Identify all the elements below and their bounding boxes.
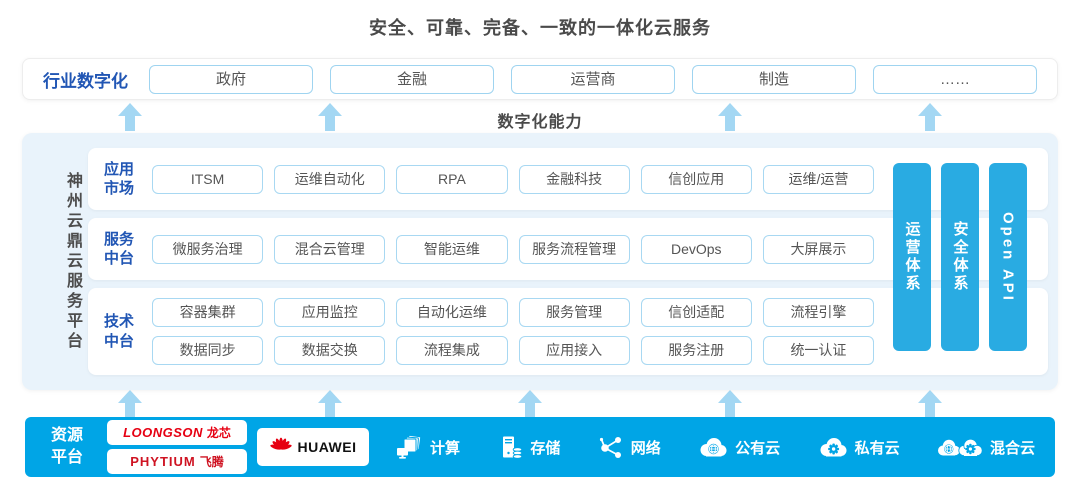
- capability-chip: RPA: [396, 164, 508, 194]
- industry-chip-more: ……: [873, 64, 1037, 94]
- capability-chip: 数据交换: [274, 336, 386, 365]
- network-icon: [599, 437, 621, 458]
- resource-hybrid-cloud: 混合云: [937, 435, 1035, 459]
- resource-storage: 存储: [497, 435, 560, 459]
- industry-chip-operator: 运营商: [511, 64, 675, 94]
- section-app-market: 应用市场 ITSM 运维自动化 RPA 金融科技 信创应用 运维/运营: [88, 148, 1048, 210]
- capability-chip: 流程集成: [396, 336, 508, 365]
- capability-chip: 流程引擎: [762, 298, 875, 327]
- platform-name: 神州云鼎云服务平台: [64, 171, 81, 352]
- capability-chip: 服务流程管理: [518, 234, 630, 264]
- resource-network: 网络: [598, 435, 661, 459]
- section-label: 服务中台: [103, 230, 134, 268]
- capability-chip: 统一认证: [762, 336, 875, 365]
- resource-public-cloud: 公有云: [698, 435, 780, 459]
- resource-platform-bar: 资源平台 LOONGSON 龙芯 PHYTIUM 飞腾: [25, 417, 1055, 477]
- storage-icon: [503, 436, 523, 459]
- page-title: 安全、可靠、完备、一致的一体化云服务: [369, 18, 711, 38]
- capability-chip: 服务注册: [640, 336, 752, 365]
- capability-chip: 大屏展示: [762, 234, 875, 264]
- up-arrow-icon: [918, 390, 942, 418]
- capability-chip: 微服务治理: [152, 234, 264, 264]
- capability-chip: 运维/运营: [762, 164, 875, 194]
- industry-label: 行业数字化: [43, 71, 128, 91]
- capability-chip: 混合云管理: [274, 234, 386, 264]
- up-arrow-icon: [318, 103, 342, 131]
- capability-chip: ITSM: [152, 164, 264, 194]
- capability-chip: 金融科技: [518, 164, 630, 194]
- compute-icon: [397, 435, 422, 459]
- industry-chip-finance: 金融: [330, 64, 494, 94]
- up-arrow-icon: [318, 390, 342, 418]
- side-bar-security-system: 安全体系: [941, 163, 979, 351]
- up-arrow-icon: [118, 390, 142, 418]
- private-cloud-icon: [820, 438, 847, 457]
- industry-digitalization-bar: 行业数字化 政府 金融 运营商 制造 ……: [22, 58, 1058, 100]
- capability-chip: 服务管理: [518, 298, 630, 327]
- capability-chip: 信创适配: [640, 298, 752, 327]
- up-arrow-icon: [718, 390, 742, 418]
- section-label: 应用市场: [103, 160, 134, 198]
- capability-chip: 应用接入: [518, 336, 630, 365]
- resource-items: 计算 存储: [395, 435, 1041, 459]
- capability-chip: 自动化运维: [396, 298, 508, 327]
- phytium-logo: PHYTIUM 飞腾: [107, 449, 247, 474]
- capability-chip: DevOps: [640, 234, 752, 264]
- capability-chip: 数据同步: [152, 336, 264, 365]
- up-arrow-icon: [918, 103, 942, 131]
- capability-label: 数字化能力: [497, 114, 583, 131]
- huawei-flower-icon: [269, 437, 292, 453]
- cloud-platform-panel: 神州云鼎云服务平台 应用市场 ITSM 运维自动化 RPA 金融科技 信创应用 …: [22, 133, 1058, 390]
- industry-chip-manufacturing: 制造: [692, 64, 856, 94]
- up-arrow-icon: [118, 103, 142, 131]
- capability-chip: 运维自动化: [274, 164, 386, 194]
- section-tech-middle-platform: 技术中台 容器集群 应用监控 自动化运维 服务管理 信创适配 流程引擎 数据同步…: [88, 288, 1048, 375]
- side-bar-operation-system: 运营体系: [893, 163, 931, 351]
- capability-chip: 信创应用: [640, 164, 752, 194]
- vendor-logos: LOONGSON 龙芯 PHYTIUM 飞腾: [107, 420, 247, 474]
- side-bar-open-api: Open API: [989, 163, 1027, 351]
- hybrid-cloud-icon: [937, 438, 983, 457]
- industry-chip-government: 政府: [149, 64, 313, 94]
- resource-private-cloud: 私有云: [818, 435, 900, 459]
- up-arrow-icon: [718, 103, 742, 131]
- section-label: 技术中台: [103, 313, 134, 350]
- huawei-logo: HUAWEI: [257, 428, 369, 466]
- capability-chip: 智能运维: [396, 234, 508, 264]
- loongson-logo: LOONGSON 龙芯: [107, 420, 247, 445]
- capability-chip: 容器集群: [152, 298, 264, 327]
- section-service-middle-platform: 服务中台 微服务治理 混合云管理 智能运维 服务流程管理 DevOps 大屏展示: [88, 218, 1048, 280]
- capability-chip: 应用监控: [274, 298, 386, 327]
- platform-sections: 应用市场 ITSM 运维自动化 RPA 金融科技 信创应用 运维/运营 服务中台: [88, 148, 1048, 375]
- resource-compute: 计算: [395, 435, 460, 459]
- public-cloud-icon: [700, 438, 727, 457]
- resource-platform-label: 资源平台: [50, 427, 83, 466]
- up-arrow-icon: [518, 390, 542, 418]
